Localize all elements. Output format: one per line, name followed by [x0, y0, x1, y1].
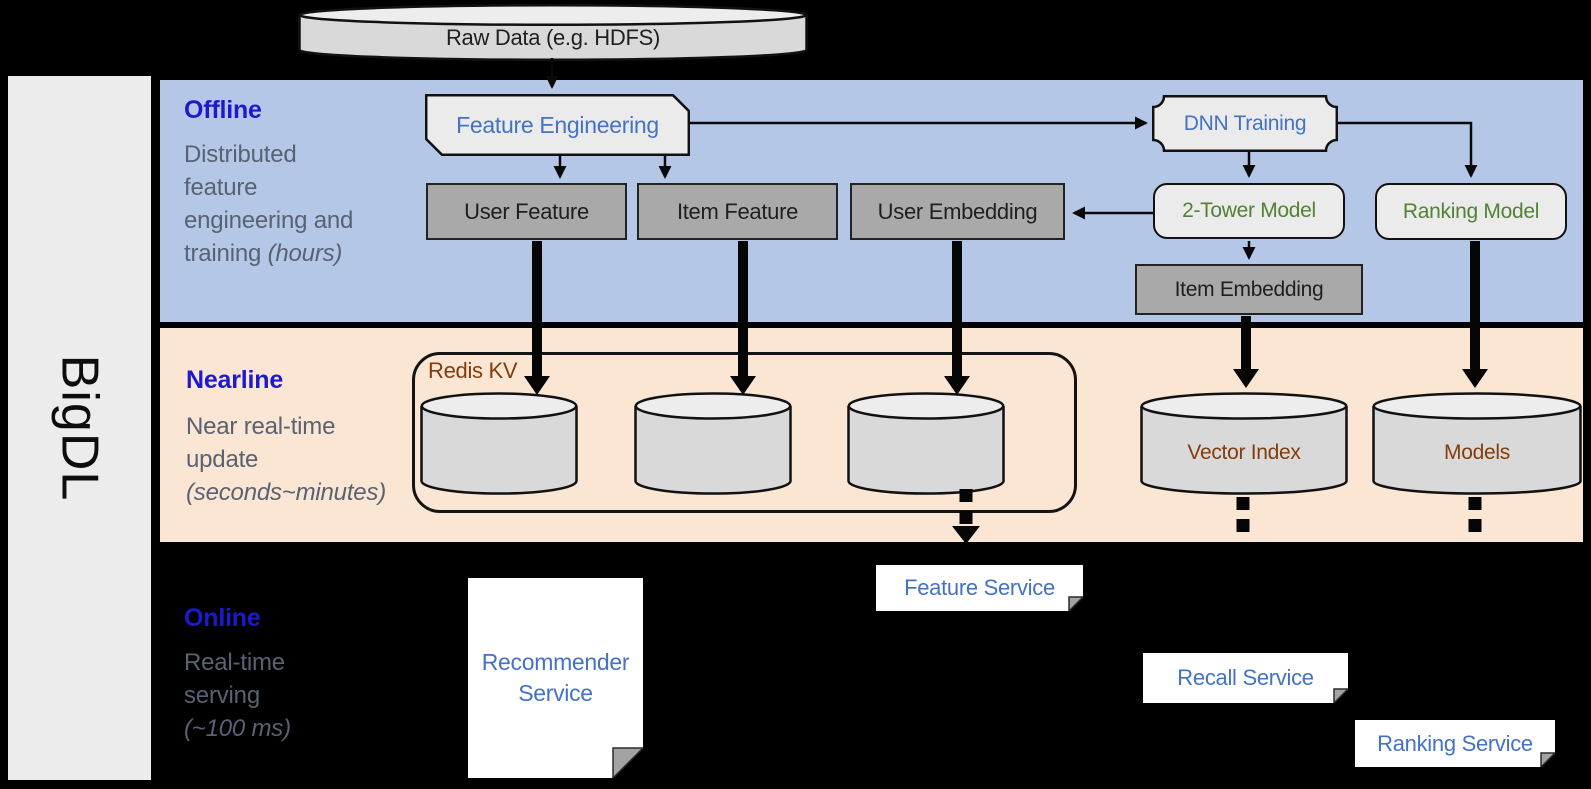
- plaque-shape-icon: [1152, 95, 1338, 152]
- cylinder-icon: [420, 392, 578, 495]
- bigdl-sidebar: BigDL: [8, 76, 151, 780]
- models-store: Models: [1372, 392, 1582, 495]
- document-shape-icon: [1143, 653, 1348, 703]
- user-feature-node: User Feature: [426, 183, 627, 240]
- recommender-service-node: Recommender Service: [468, 578, 643, 778]
- recall-service-label: Recall Service: [1177, 665, 1314, 690]
- ranking-model-label: Ranking Model: [1402, 199, 1540, 223]
- cylinder-icon: [847, 392, 1005, 495]
- offline-desc-line: feature: [184, 174, 258, 201]
- nearline-desc-line: update: [186, 446, 259, 473]
- feature-engineering-node: Feature Engineering: [425, 94, 690, 156]
- bigdl-brand-label: BigDL: [50, 354, 109, 502]
- dnn-training-label: DNN Training: [1183, 111, 1307, 135]
- recommender-service-label: Recommender Service: [481, 649, 630, 706]
- ranking-service-node: Ranking Service: [1355, 720, 1555, 767]
- online-title: Online: [184, 604, 261, 632]
- raw-data-label: Raw Data (e.g. HDFS): [445, 25, 661, 50]
- redis-cylinder-2: [634, 392, 792, 495]
- user-embedding-label: User Embedding: [877, 198, 1038, 224]
- redis-cylinder-3: [847, 392, 1005, 495]
- document-shape-icon: [876, 565, 1083, 611]
- two-tower-model-node: 2-Tower Model: [1153, 183, 1345, 239]
- cylinder-icon: [634, 392, 792, 495]
- nearline-title: Nearline: [186, 366, 284, 394]
- offline-title: Offline: [184, 96, 262, 124]
- cylinder-icon: [298, 4, 808, 62]
- online-desc-line: Real-time: [184, 649, 285, 676]
- offline-desc-line: engineering and: [184, 207, 354, 234]
- document-shape-icon: [468, 578, 643, 778]
- feature-service-label: Feature Service: [904, 575, 1055, 600]
- offline-desc-line: Distributed: [184, 141, 297, 168]
- offline-description: Distributed feature engineering and trai…: [184, 138, 424, 270]
- recall-service-node: Recall Service: [1143, 653, 1348, 703]
- redis-kv-label: Redis KV: [428, 358, 518, 383]
- folded-corner-icon: [1333, 688, 1348, 703]
- card-shape-icon: [425, 94, 690, 156]
- cylinder-icon: [1140, 392, 1348, 495]
- dnn-training-node: DNN Training: [1152, 95, 1338, 152]
- feature-engineering-label: Feature Engineering: [456, 111, 659, 138]
- user-feature-label: User Feature: [464, 198, 589, 224]
- vector-index-store: Vector Index: [1140, 392, 1348, 495]
- folded-corner-icon: [1068, 596, 1083, 611]
- item-embedding-node: Item Embedding: [1135, 264, 1363, 315]
- cylinder-icon: [1372, 392, 1582, 495]
- ranking-service-label: Ranking Service: [1377, 730, 1533, 756]
- offline-desc-line: training (hours): [184, 240, 343, 267]
- online-description: Real-time serving (~100 ms): [184, 646, 424, 745]
- feature-service-node: Feature Service: [876, 565, 1083, 611]
- two-tower-model-label: 2-Tower Model: [1182, 199, 1316, 222]
- user-embedding-node: User Embedding: [850, 183, 1065, 240]
- folded-corner-icon: [1540, 752, 1555, 767]
- nearline-desc-line: Near real-time: [186, 413, 336, 440]
- vector-index-label: Vector Index: [1187, 440, 1301, 464]
- online-desc-line: (~100 ms): [184, 715, 291, 742]
- nearline-description: Near real-time update (seconds~minutes): [186, 410, 436, 509]
- item-embedding-label: Item Embedding: [1174, 277, 1324, 301]
- online-desc-line: serving: [184, 682, 260, 709]
- raw-data-store: Raw Data (e.g. HDFS): [298, 4, 808, 62]
- item-feature-node: Item Feature: [637, 183, 838, 240]
- ranking-model-node: Ranking Model: [1375, 183, 1567, 240]
- document-shape-icon: [1355, 720, 1555, 767]
- redis-cylinder-1: [420, 392, 578, 495]
- folded-corner-icon: [612, 747, 643, 778]
- nearline-desc-line: (seconds~minutes): [186, 479, 387, 506]
- item-feature-label: Item Feature: [676, 198, 799, 224]
- models-label: Models: [1444, 440, 1510, 464]
